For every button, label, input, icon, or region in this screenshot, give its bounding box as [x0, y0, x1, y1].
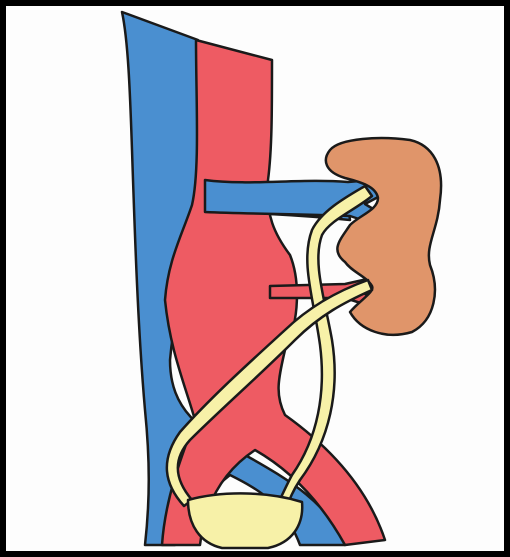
- urinary-bladder: [188, 493, 302, 548]
